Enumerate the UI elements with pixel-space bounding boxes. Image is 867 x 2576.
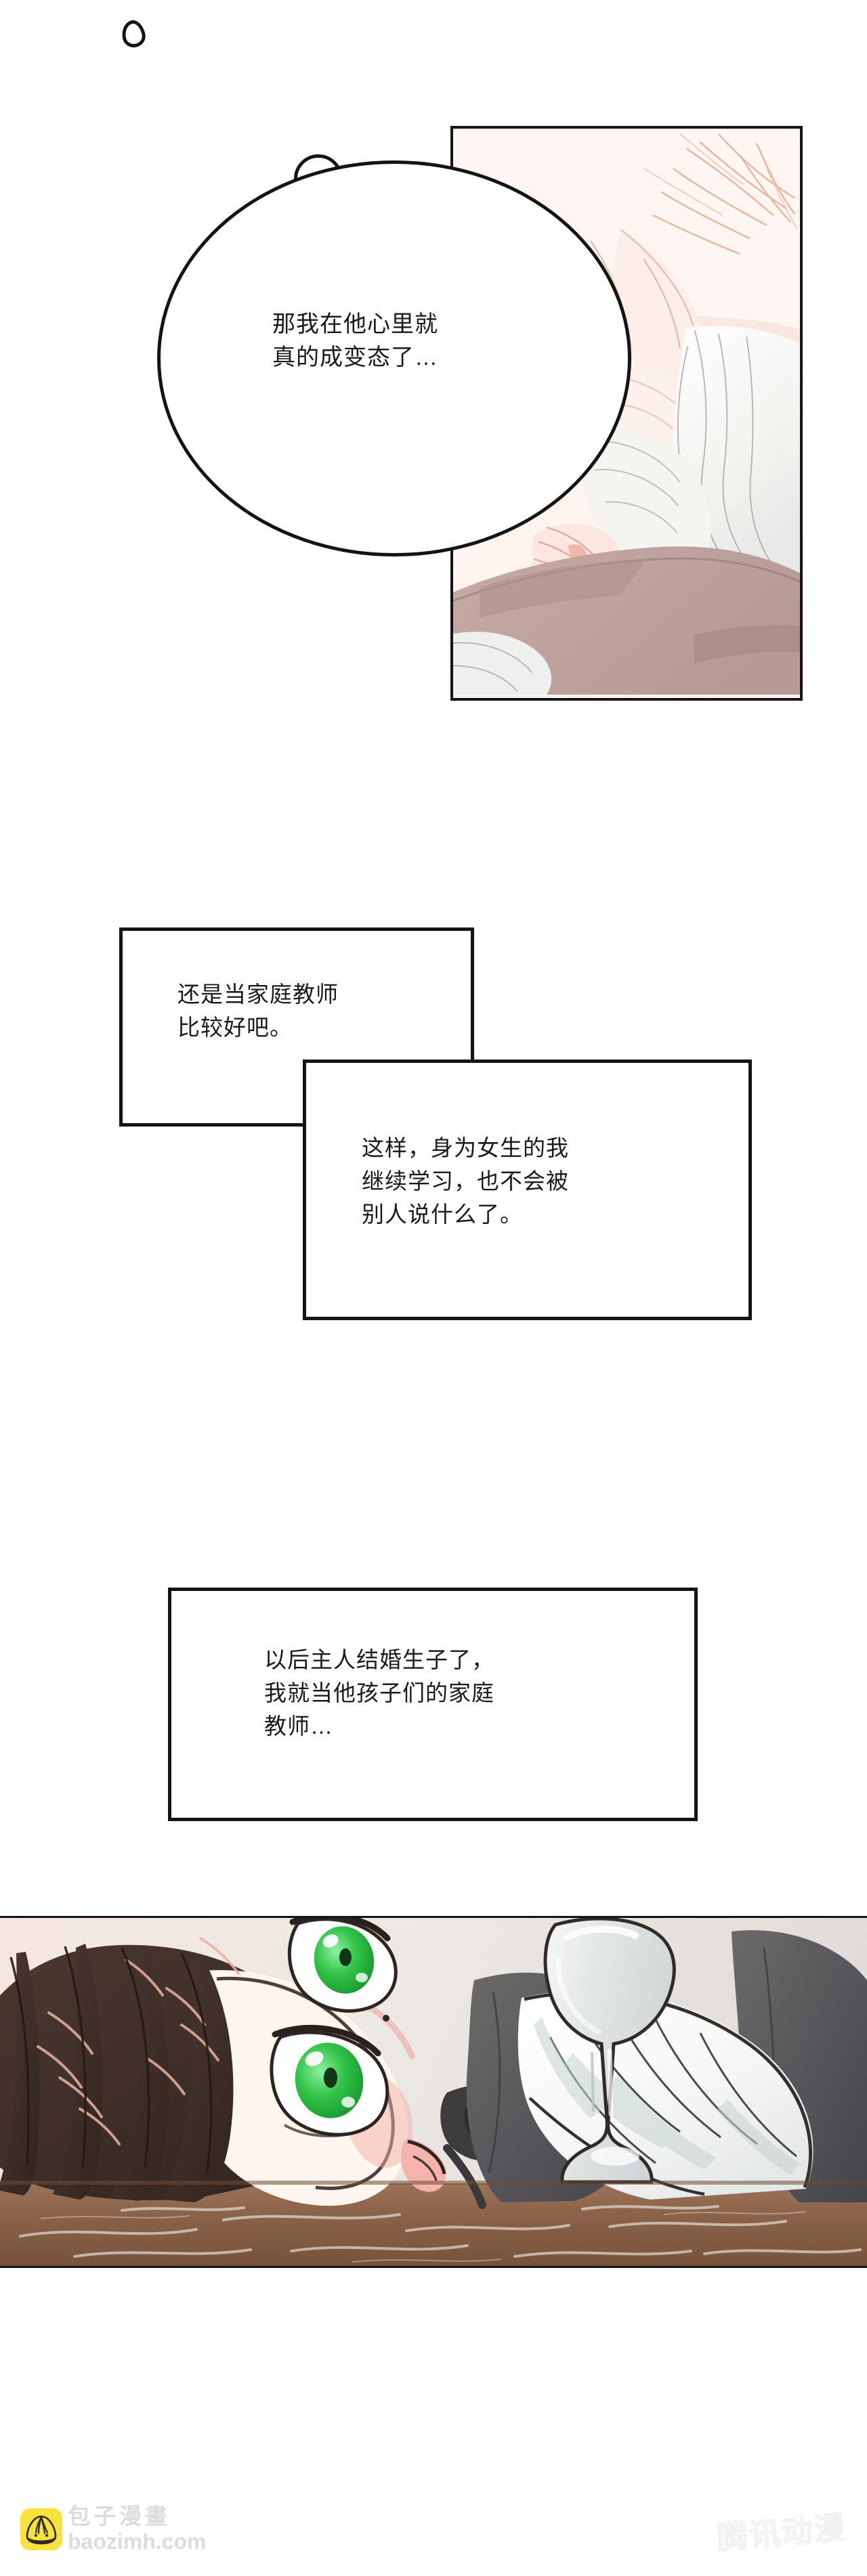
- caption-box-3: [168, 1588, 698, 1821]
- baozimh-logo-icon: [20, 2508, 62, 2550]
- steamed-bun-icon: [26, 2515, 57, 2545]
- caption-text-1: 还是当家庭教师 比较好吧。: [177, 982, 339, 1040]
- baozimh-brand-domain: baozimh.com: [68, 2529, 207, 2554]
- caption-text-2: 这样，身为女生的我 继续学习，也不会被 别人说什么了。: [362, 1135, 569, 1227]
- panel-bottom-artwork: [0, 1918, 867, 2266]
- thought-bubble-nub-mask: [291, 194, 348, 221]
- caption-box-merge-patch: [306, 1063, 471, 1123]
- baozimh-brand-name: 包子漫畫: [68, 2504, 171, 2529]
- thought-bubble: [157, 160, 631, 556]
- caption-text-3: 以后主人结婚生子了， 我就当他孩子们的家庭 教师…: [264, 1647, 494, 1739]
- thought-bubble-text: 那我在他心里就 真的成变态了…: [272, 311, 438, 371]
- panel-bottom-illustration: [0, 1916, 867, 2268]
- footer-area: [0, 2268, 867, 2576]
- thought-bubble-small-dot: [119, 18, 148, 50]
